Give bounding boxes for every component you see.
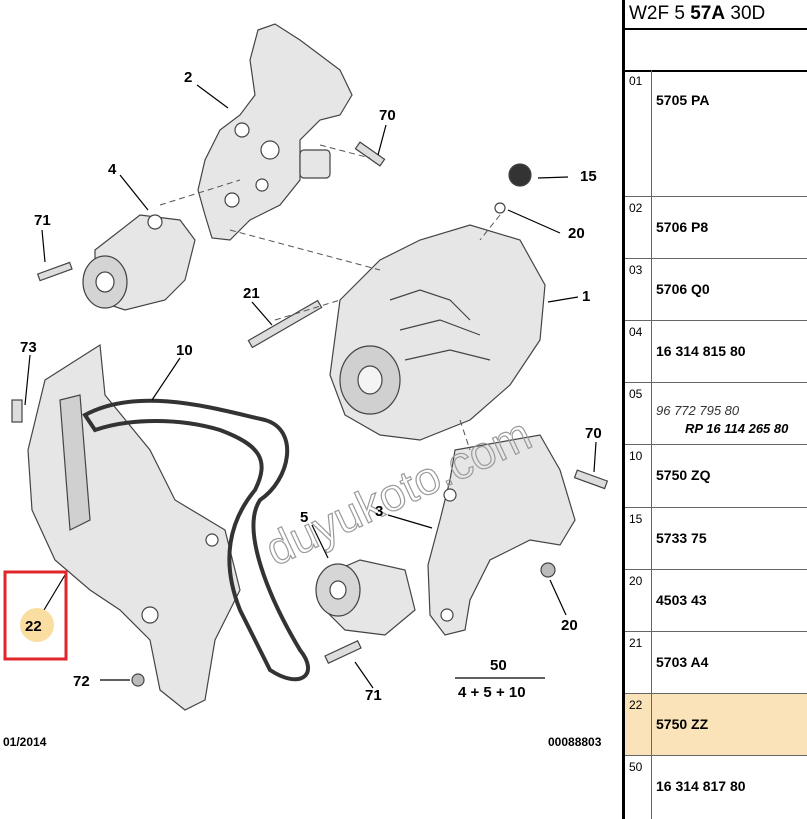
part-row-15[interactable]: 15 5733 75 (625, 508, 807, 570)
part-number: 5706 Q0 (656, 281, 710, 297)
footer-reference: 00088803 (548, 735, 602, 749)
part-number: 16 314 817 80 (656, 778, 746, 794)
header-code-a: W2F 5 (629, 3, 691, 24)
callout-70-right[interactable]: 70 (585, 425, 602, 442)
callout-50-kit: 4 + 5 + 10 (458, 684, 526, 701)
part-row-01[interactable]: 01 5705 PA (625, 70, 807, 197)
callout-22[interactable]: 22 (25, 618, 42, 635)
row-index: 04 (625, 321, 652, 382)
parts-diagram: duyukoto.com 1 2 3 4 5 10 15 20 20 21 22… (3, 23, 609, 711)
highlight-circle (20, 608, 54, 642)
callout-1[interactable]: 1 (582, 288, 590, 305)
callout-2[interactable]: 2 (184, 69, 192, 86)
part-row-05[interactable]: 05 96 772 795 80 RP 16 114 265 80 (625, 383, 807, 445)
bracket-part-2[interactable] (197, 23, 353, 241)
callout-20-bottom[interactable]: 20 (561, 617, 578, 634)
part-number: 5706 P8 (656, 219, 709, 235)
callout-50[interactable]: 50 (490, 657, 507, 674)
part-row-50[interactable]: 50 16 314 817 80 (625, 756, 807, 819)
cover-part-22[interactable] (27, 343, 241, 711)
roller-part-5[interactable] (315, 559, 416, 636)
alternator-part-1[interactable] (329, 163, 546, 441)
part-number: 5705 PA (656, 92, 710, 108)
part-number: 5750 ZQ (656, 467, 711, 483)
belt-part-10[interactable] (82, 398, 310, 682)
part-row-04[interactable]: 04 16 314 815 80 (625, 321, 807, 383)
part-row-22-selected[interactable]: 22 5750 ZZ (625, 694, 807, 756)
part-row-10[interactable]: 10 5750 ZQ (625, 445, 807, 508)
part-number: 4503 43 (656, 592, 707, 608)
row-index: 10 (625, 445, 652, 507)
row-index: 21 (625, 632, 652, 693)
row-index: 20 (625, 570, 652, 631)
callout-72[interactable]: 72 (73, 673, 90, 690)
part-number: 5733 75 (656, 530, 707, 546)
footer-date: 01/2014 (3, 735, 47, 749)
panel-subheader (625, 30, 807, 72)
part-number-replacement: RP 16 114 265 80 (685, 421, 789, 436)
panel-header: W2F 5 57A 30D (625, 0, 807, 30)
part-row-02[interactable]: 02 5706 P8 (625, 197, 807, 259)
callout-3[interactable]: 3 (375, 503, 383, 520)
header-code-b: 57A (690, 3, 726, 24)
part-number: 5750 ZZ (656, 716, 709, 732)
row-index: 03 (625, 259, 652, 320)
row-index: 02 (625, 197, 652, 258)
parts-list-panel: W2F 5 57A 30D 01 5705 PA 02 5706 P8 03 5… (622, 0, 807, 819)
part-number: 16 314 815 80 (656, 343, 746, 359)
selection-marker-box[interactable] (3, 570, 68, 661)
part-number-alt: 96 772 795 80 (656, 403, 740, 418)
callout-21[interactable]: 21 (243, 285, 260, 302)
callout-10[interactable]: 10 (176, 342, 193, 359)
callout-73[interactable]: 73 (20, 339, 37, 356)
callout-20-top[interactable]: 20 (568, 225, 585, 242)
callout-15[interactable]: 15 (580, 168, 597, 185)
row-index: 50 (625, 756, 652, 819)
row-index: 22 (625, 694, 652, 755)
row-index: 01 (625, 70, 652, 196)
callout-71-left[interactable]: 71 (34, 212, 51, 229)
tensioner-part-4[interactable] (82, 214, 196, 311)
row-index: 15 (625, 508, 652, 569)
callout-71-bottom[interactable]: 71 (365, 687, 382, 704)
row-index: 05 (625, 383, 652, 444)
callout-5[interactable]: 5 (300, 509, 308, 526)
part-row-03[interactable]: 03 5706 Q0 (625, 259, 807, 321)
bracket-part-3[interactable] (427, 434, 576, 636)
header-code-c: 30D (725, 3, 766, 24)
callout-4[interactable]: 4 (108, 161, 117, 178)
callout-70-top[interactable]: 70 (379, 107, 396, 124)
part-row-20[interactable]: 20 4503 43 (625, 570, 807, 632)
part-row-21[interactable]: 21 5703 A4 (625, 632, 807, 694)
part-number: 5703 A4 (656, 654, 709, 670)
